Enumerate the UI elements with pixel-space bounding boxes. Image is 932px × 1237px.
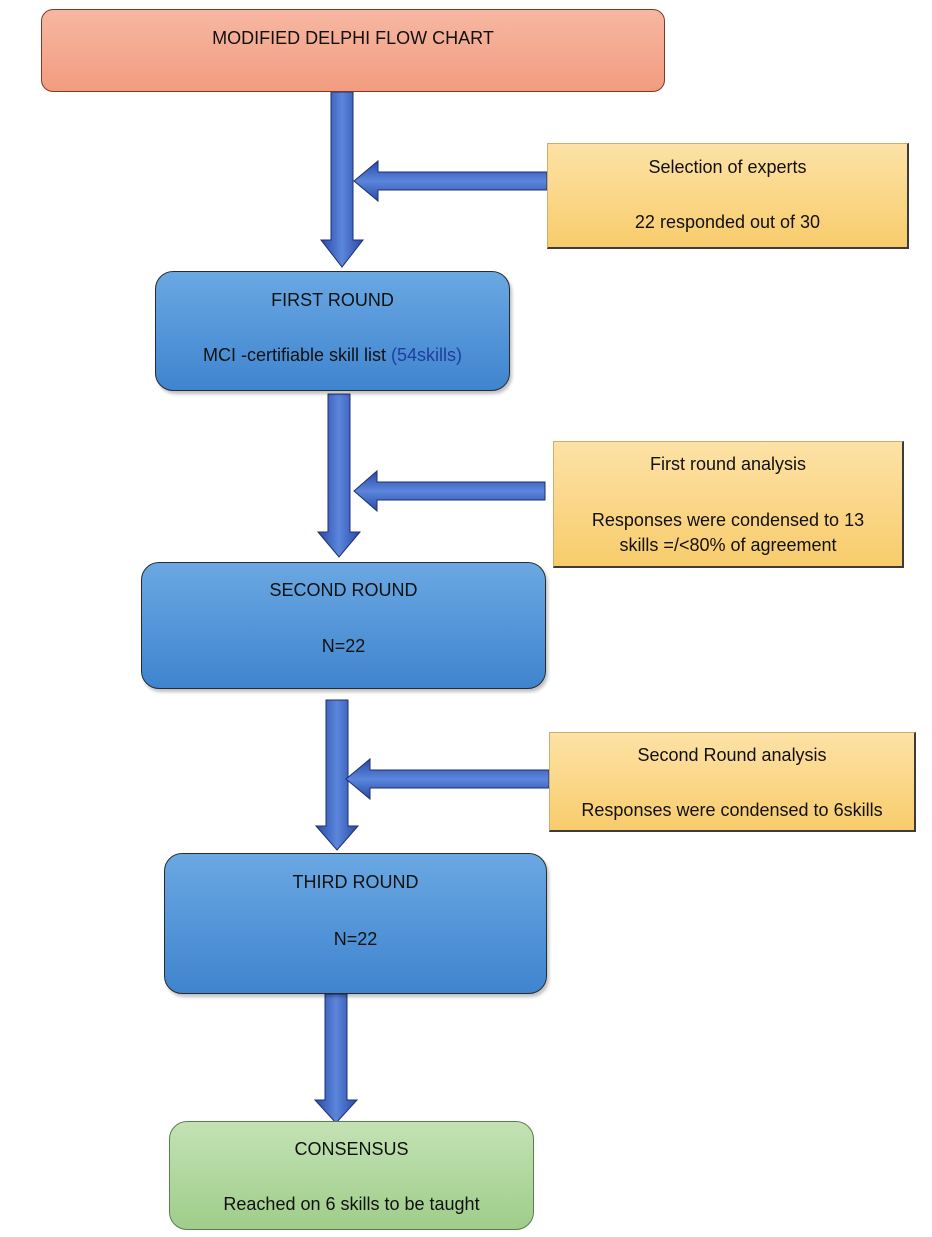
first-round-text: MCI -certifiable skill list (54skills) — [156, 344, 509, 366]
third-round-title: THIRD ROUND — [292, 872, 419, 892]
down-arrow-4 — [313, 993, 359, 1124]
first-round-title: FIRST ROUND — [271, 290, 394, 310]
second-round-box: SECOND ROUND N=22 — [141, 562, 546, 689]
flowchart-title: MODIFIED DELPHI FLOW CHART — [212, 28, 494, 48]
down-arrow-3 — [314, 699, 360, 851]
third-round-box: THIRD ROUND N=22 — [164, 853, 547, 994]
consensus-text: Reached on 6 skills to be taught — [223, 1194, 480, 1214]
left-arrow-first-analysis — [353, 469, 546, 513]
first-round-skill-list: MCI -certifiable skill list — [202, 345, 391, 365]
selection-of-experts-box: Selection of experts 22 responded out of… — [547, 143, 909, 249]
consensus-title: CONSENSUS — [294, 1139, 409, 1159]
selection-text: 22 responded out of 30 — [634, 212, 821, 232]
first-round-skill-count: (54skills) — [391, 345, 463, 365]
second-round-analysis-box: Second Round analysis Responses were con… — [549, 732, 916, 832]
left-arrow-selection — [353, 159, 548, 203]
selection-title: Selection of experts — [648, 157, 807, 177]
flowchart-title-box: MODIFIED DELPHI FLOW CHART — [41, 9, 665, 92]
second-round-text: N=22 — [321, 636, 366, 656]
consensus-box: CONSENSUS Reached on 6 skills to be taug… — [169, 1121, 534, 1230]
down-arrow-2 — [316, 393, 362, 558]
first-round-box: FIRST ROUND MCI -certifiable skill list … — [155, 271, 510, 391]
second-round-title: SECOND ROUND — [269, 580, 418, 600]
third-round-text: N=22 — [333, 929, 378, 949]
first-round-analysis-box: First round analysis Responses were cond… — [553, 441, 904, 568]
down-arrow-1 — [319, 91, 365, 268]
first-analysis-title: First round analysis — [649, 454, 807, 474]
second-analysis-title: Second Round analysis — [637, 745, 827, 765]
left-arrow-second-analysis — [345, 757, 550, 801]
first-analysis-text-line1: Responses were condensed to 13 — [591, 510, 865, 530]
first-analysis-text-line2: skills =/<80% of agreement — [619, 535, 837, 555]
second-analysis-text: Responses were condensed to 6skills — [581, 800, 883, 820]
